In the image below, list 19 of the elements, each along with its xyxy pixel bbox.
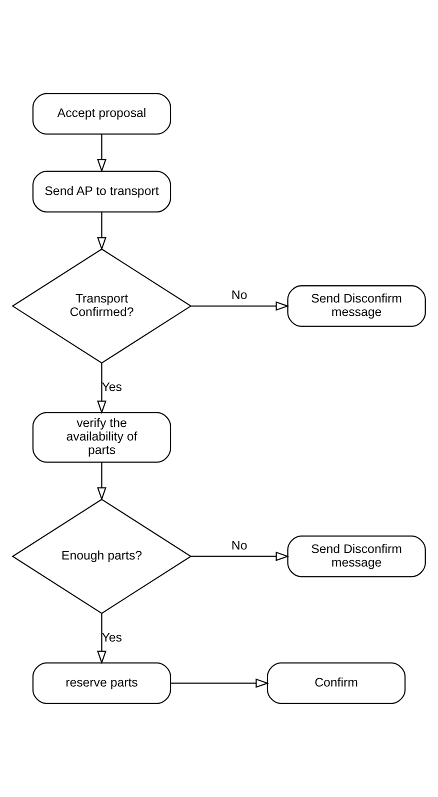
edge-label: No xyxy=(231,288,248,302)
node-box: Send Disconfirm message xyxy=(287,285,426,327)
node-diamond: Transport Confirmed? xyxy=(12,248,192,364)
arrow xyxy=(97,462,106,501)
node-box: reserve parts xyxy=(32,662,172,704)
node-box: Send Disconfirm message xyxy=(287,535,426,578)
arrow xyxy=(97,212,106,251)
arrow xyxy=(190,301,290,311)
edge-label: No xyxy=(231,538,248,552)
arrow xyxy=(97,134,106,173)
node-box: verify the availability of parts xyxy=(32,412,172,463)
arrow xyxy=(190,552,290,562)
arrow xyxy=(97,363,106,414)
node-diamond: Enough parts? xyxy=(12,498,192,614)
arrow xyxy=(97,614,106,664)
node-box: Send AP to transport xyxy=(32,170,172,212)
node-box: Confirm xyxy=(266,662,406,704)
node-box: Accept proposal xyxy=(32,92,172,135)
arrow xyxy=(170,678,270,688)
